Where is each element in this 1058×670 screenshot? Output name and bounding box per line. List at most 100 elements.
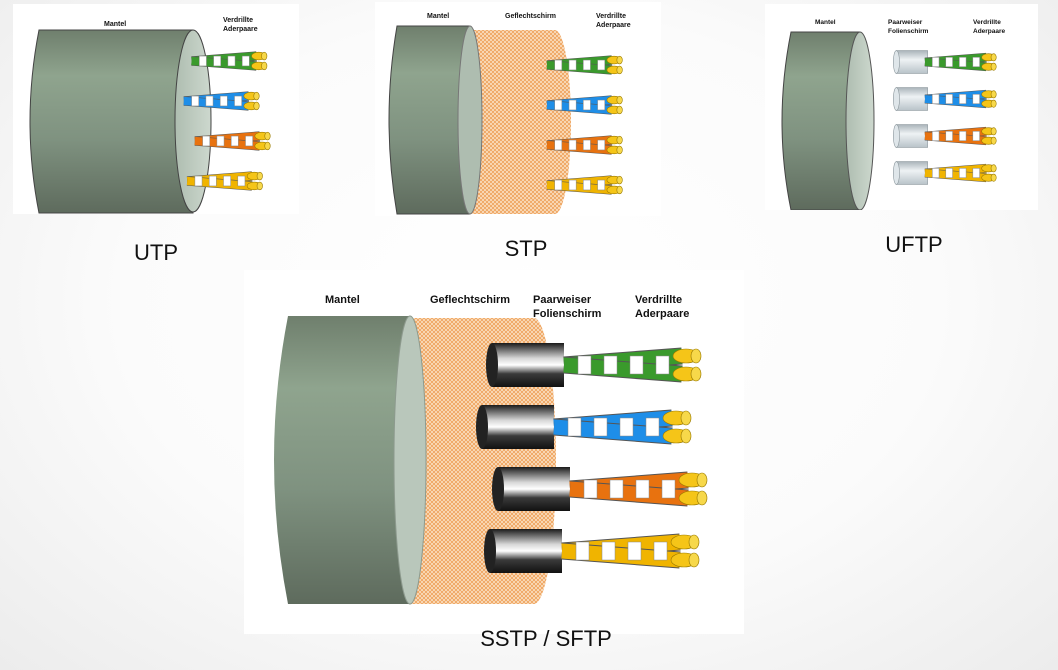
copper-tip — [990, 62, 997, 71]
stripe — [945, 94, 953, 104]
uftp-jacket — [781, 31, 875, 210]
copper-tip — [990, 99, 997, 108]
copper-tip — [990, 173, 997, 182]
stp-label-pairs-1: Verdrillte — [596, 13, 626, 20]
pair-orange — [546, 135, 623, 155]
copper-tip — [616, 65, 623, 75]
foil-shield-end — [492, 467, 504, 511]
copper-tip — [680, 428, 692, 444]
stripe — [959, 57, 967, 67]
stripe — [554, 99, 563, 111]
stripe — [661, 479, 676, 499]
utp-caption: UTP — [134, 240, 178, 265]
copper-tip — [264, 141, 271, 151]
stripe — [609, 479, 624, 499]
sftp-label-pairs-1: Verdrillte — [635, 294, 682, 306]
copper-tip — [690, 366, 702, 382]
stripe — [597, 59, 606, 71]
stripe — [245, 135, 253, 147]
stripe — [577, 355, 592, 375]
uftp-panel: Mantel Paarweiser Folienschirm Verdrillt… — [765, 4, 1038, 210]
stripe — [945, 168, 953, 178]
pair-blue — [546, 95, 623, 115]
copper-tip — [696, 490, 708, 506]
stripe — [601, 541, 616, 561]
copper-tip — [680, 410, 692, 426]
copper-tip — [690, 348, 702, 364]
foil-shield-end — [892, 124, 900, 148]
copper-tip — [990, 164, 997, 173]
stripe — [932, 57, 940, 67]
stripe — [583, 139, 591, 151]
copper-tip — [990, 53, 997, 62]
stripe — [583, 59, 591, 71]
stripe — [597, 99, 606, 111]
stripe — [603, 355, 618, 375]
stripe — [227, 55, 236, 67]
pair-yellow — [892, 161, 997, 185]
sftp-cable-icon: Mantel Geflechtschirm Paarweiser Foliens… — [274, 294, 708, 605]
stripe — [583, 479, 598, 499]
copper-tip — [990, 136, 997, 145]
stripe — [932, 131, 940, 141]
copper-tip — [256, 181, 263, 191]
utp-label-pairs-2: Aderpaare — [223, 26, 258, 33]
stripe — [945, 57, 953, 67]
stripe — [629, 355, 644, 375]
stripe — [959, 168, 967, 178]
sftp-panel: Mantel Geflechtschirm Paarweiser Foliens… — [244, 270, 744, 634]
stripe — [208, 175, 217, 187]
stripe — [645, 417, 660, 437]
foil-shield-end — [892, 50, 900, 74]
stripe — [568, 99, 577, 111]
foil-shield — [490, 529, 562, 573]
stripe — [653, 541, 668, 561]
stripe — [583, 99, 591, 111]
copper-tip — [256, 171, 263, 181]
stripe — [554, 139, 563, 151]
stripe — [554, 179, 563, 191]
stp-cable-icon: Mantel Geflechtschirm Verdrillte Aderpaa… — [388, 13, 631, 215]
copper-tip — [616, 185, 623, 195]
copper-tip — [990, 127, 997, 136]
stripe — [583, 179, 591, 191]
foil-shield-end — [892, 87, 900, 111]
stripe — [223, 175, 231, 187]
utp-label-pairs-1: Verdrillte — [223, 17, 253, 24]
stripe — [932, 94, 940, 104]
stripe — [945, 131, 953, 141]
uftp-label-pairs-2: Aderpaare — [973, 28, 1006, 35]
foil-shield — [896, 124, 928, 148]
foil-shield — [896, 50, 928, 74]
copper-tip — [253, 91, 260, 101]
pair-yellow — [186, 171, 263, 191]
stripe — [635, 479, 650, 499]
stripe — [554, 59, 563, 71]
stripe — [219, 95, 228, 107]
sftp-caption: SSTP / SFTP — [480, 626, 612, 651]
stripe — [567, 417, 582, 437]
foil-shield-end — [476, 405, 488, 449]
utp-panel: Mantel Verdrillte Aderpaare — [13, 4, 299, 214]
stripe — [199, 55, 207, 67]
sftp-jacket — [274, 315, 427, 605]
copper-tip — [616, 175, 623, 185]
stripe — [619, 417, 634, 437]
pair-yellow — [484, 529, 700, 573]
sftp-label-pairs-2: Aderpaare — [635, 308, 689, 320]
stripe — [216, 135, 225, 147]
uftp-label-jacket: Mantel — [815, 19, 836, 26]
stripe — [568, 139, 577, 151]
uftp-label-pairs-1: Verdrillte — [973, 19, 1001, 26]
stripe — [568, 179, 577, 191]
stp-braid — [470, 30, 571, 214]
copper-tip — [688, 552, 700, 568]
stp-label-braid: Geflechtschirm — [505, 13, 556, 20]
pair-orange — [892, 124, 997, 148]
copper-tip — [261, 61, 268, 71]
sftp-label-jacket: Mantel — [325, 294, 360, 306]
pair-green — [546, 55, 623, 75]
stripe — [205, 95, 214, 107]
utp-cable-icon: Mantel Verdrillte Aderpaare — [29, 17, 271, 214]
uftp-label-foil-2: Folienschirm — [888, 28, 929, 35]
